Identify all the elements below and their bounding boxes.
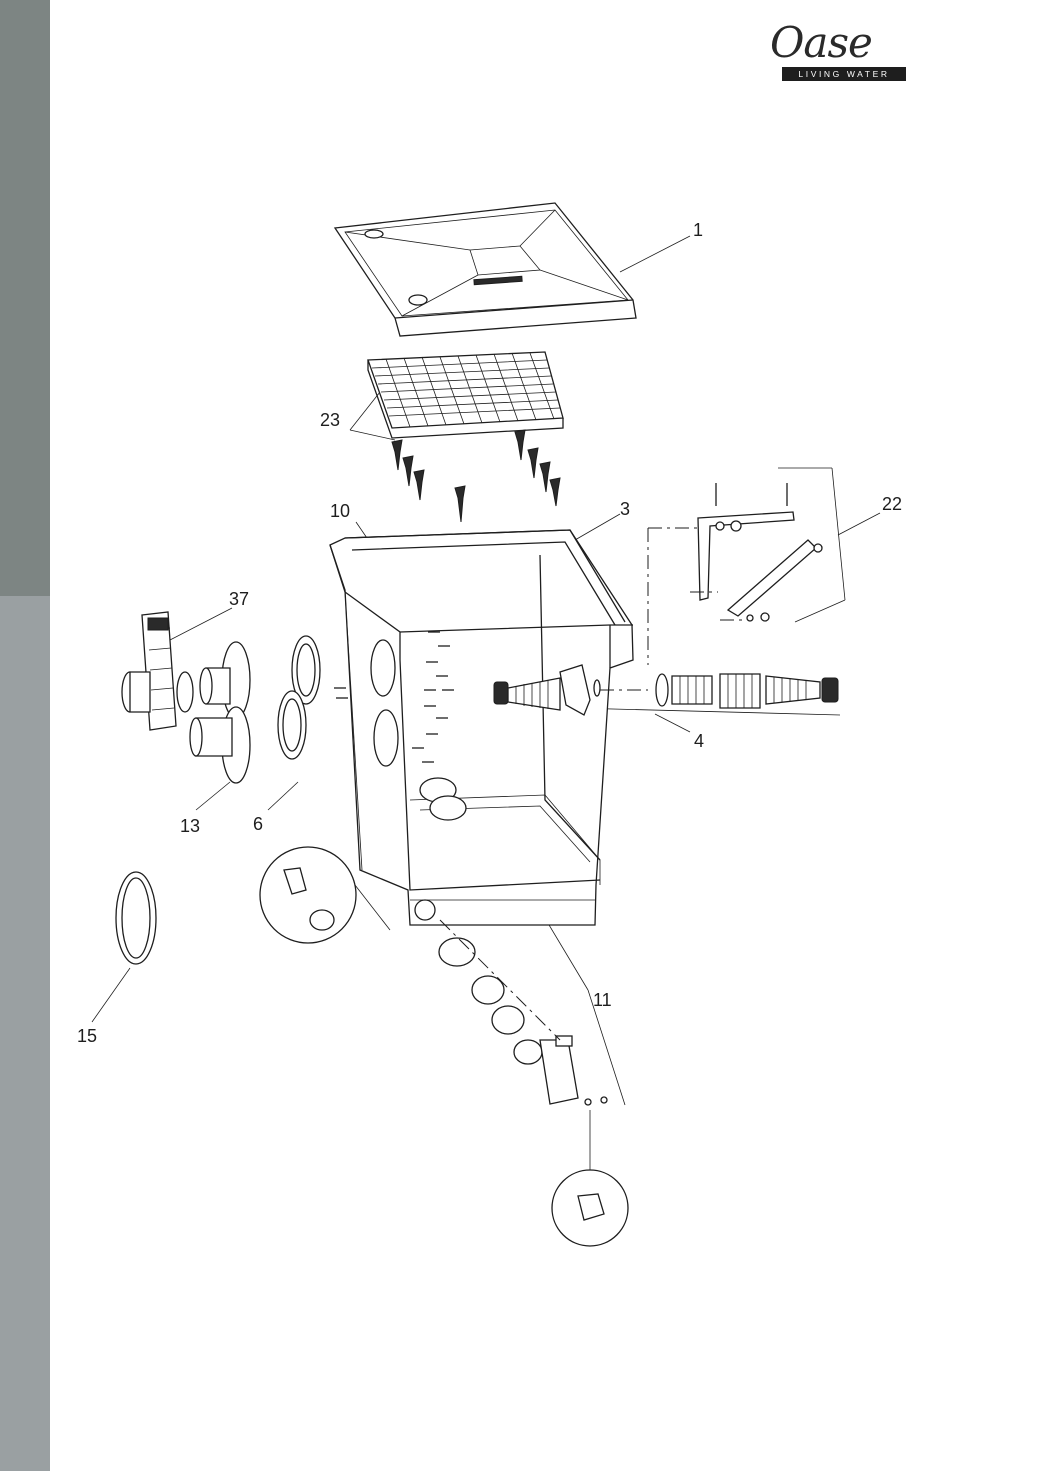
hose-connector-part: [493, 664, 839, 716]
multi-chamber-valve-part: [121, 611, 194, 731]
callout-23: 23: [320, 410, 341, 430]
flange-adapter-part: [189, 641, 251, 784]
sidebar-band-bottom: [0, 596, 50, 1471]
sidebar-band-top: [0, 0, 50, 596]
bracket-part: [647, 483, 823, 665]
spike-pegs: [391, 429, 561, 523]
callout-13: 13: [180, 816, 201, 836]
callout-11: 11: [593, 990, 612, 1010]
filter-housing-part: [329, 529, 634, 926]
lid-part: [333, 202, 637, 337]
callout-22: 22: [882, 494, 903, 514]
callout-3: 3: [620, 499, 631, 519]
callout-1: 1: [693, 220, 704, 240]
callout-15: 15: [77, 1026, 98, 1046]
housing-screws: [334, 631, 454, 763]
callout-4: 4: [694, 731, 705, 751]
callout-6: 6: [253, 814, 264, 834]
logo-tagline: LIVING WATER: [782, 67, 906, 81]
filter-grid-part: [367, 351, 564, 439]
retaining-ring-part: [115, 871, 157, 965]
drain-assembly-part: [419, 777, 608, 1106]
callout-10: 10: [330, 501, 351, 521]
gasket-part: [277, 635, 321, 760]
callout-37: 37: [229, 589, 250, 609]
oase-logo: Oase LIVING WATER: [768, 18, 908, 88]
logo-wordmark: Oase: [770, 18, 873, 67]
leader-lines: [91, 235, 881, 1106]
detail-callout-circles: [259, 846, 629, 1247]
